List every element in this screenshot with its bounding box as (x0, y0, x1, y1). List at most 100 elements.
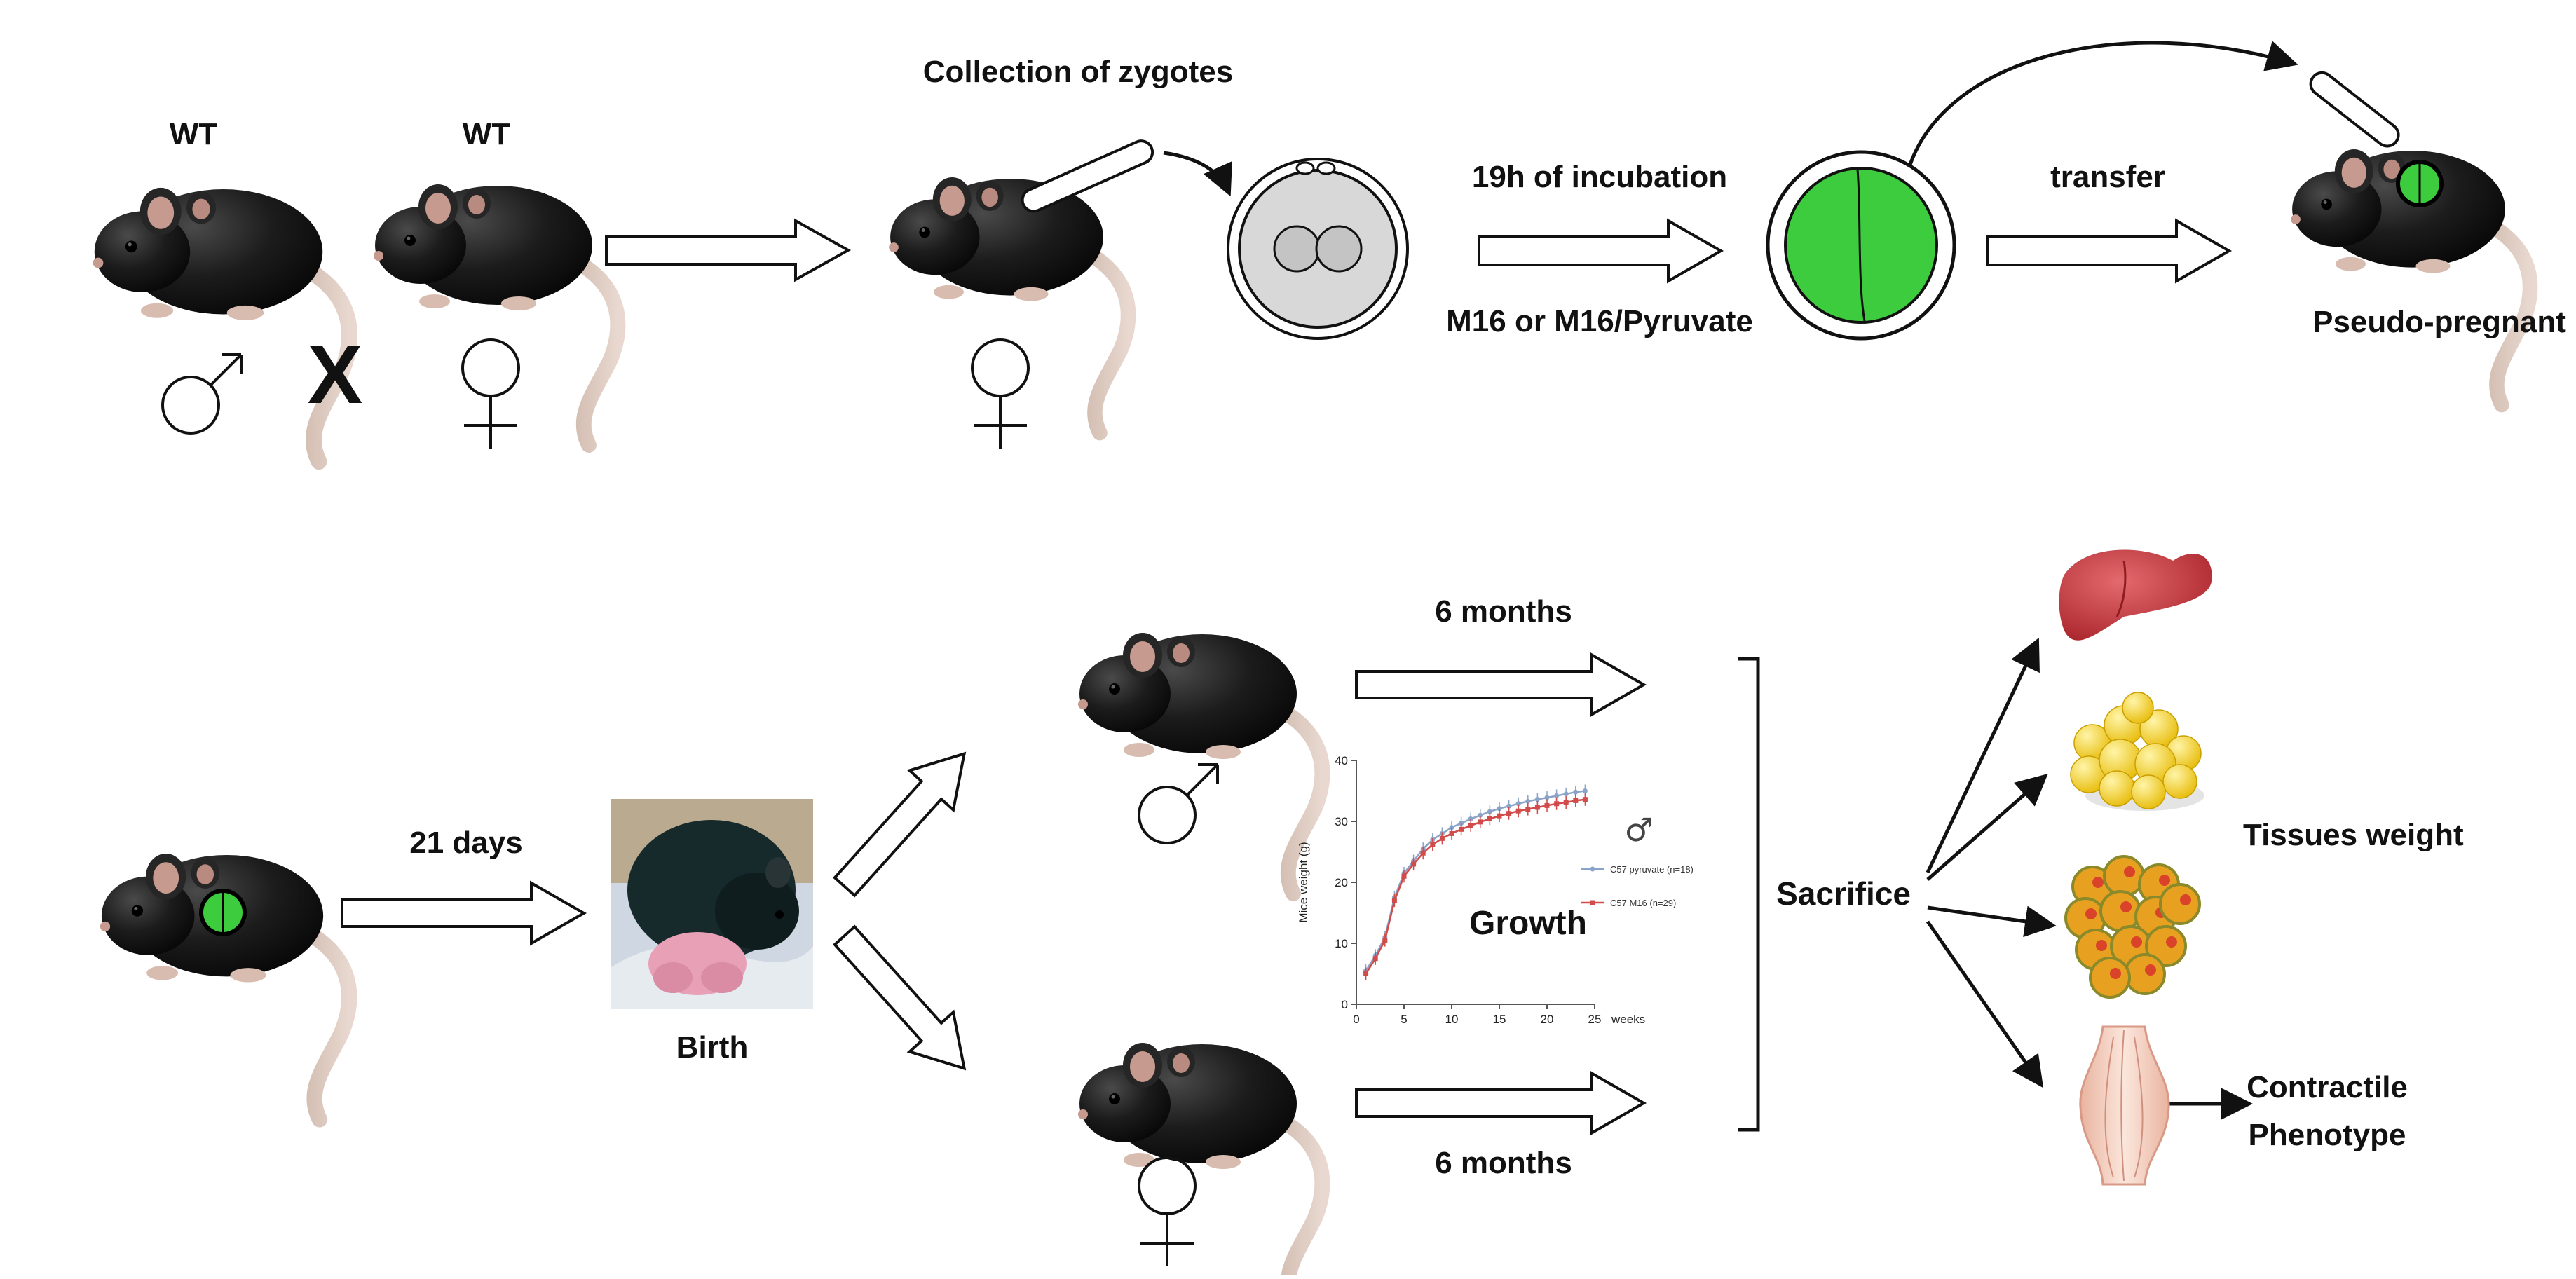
female-offspring-mouse (1078, 1043, 1322, 1275)
tissues-weight-label: Tissues weight (2243, 818, 2464, 852)
media-label: M16 or M16/Pyruvate (1446, 304, 1753, 338)
recipient-embryo-icon (2394, 158, 2445, 209)
wt-female-mouse (374, 184, 618, 445)
chart-point (1515, 801, 1521, 807)
chart-point (1449, 830, 1454, 836)
chart-point (1468, 823, 1473, 828)
arrow-to-fat (1926, 774, 2048, 881)
muscle-icon (2079, 1025, 2170, 1186)
hollow-arrow-1 (605, 218, 852, 282)
chart-point (1544, 795, 1550, 800)
arrow-to-liver (1926, 637, 2040, 874)
pipette-2 (2309, 71, 2400, 148)
transfer-label: transfer (2050, 160, 2165, 194)
chart-point (1582, 797, 1588, 802)
chart-point (1382, 938, 1388, 943)
hollow-arrow-6months-bottom (1355, 1070, 1647, 1136)
adipocytes-icon (2064, 855, 2201, 999)
liver-icon (2059, 549, 2212, 641)
chart-y-axis-label: Mice weight (g) (1297, 842, 1310, 922)
hollow-arrow-up (833, 751, 967, 898)
chart-point (1506, 811, 1512, 816)
days21-label: 21 days (409, 826, 523, 860)
male-symbol-1 (161, 353, 243, 435)
chart-point (1525, 807, 1531, 812)
chart-legend-label: C57 M16 (n=29) (1610, 898, 1676, 908)
chart-point (1497, 806, 1502, 812)
chart-point (1363, 971, 1369, 976)
adipocyte-nucleus (2124, 866, 2135, 877)
hollow-arrow-2 (1478, 218, 1724, 284)
chart-point (1544, 802, 1550, 808)
adipocyte-nucleus (2085, 908, 2097, 919)
arrow-to-adipocytes (1927, 905, 2057, 938)
cross-symbol: X (307, 329, 363, 421)
chart-x-tick-label: 20 (1541, 1013, 1554, 1026)
chart-y-tick-label: 40 (1335, 754, 1348, 767)
chart-legend-label: C57 pyruvate (n=18) (1610, 864, 1694, 875)
pregnant-embryo-icon (198, 887, 248, 938)
incubation-label: 19h of incubation (1471, 160, 1728, 194)
chart-point (1487, 809, 1492, 814)
birth-label: Birth (676, 1030, 749, 1065)
chart-x-axis-label: weeks (1611, 1013, 1645, 1026)
chart-point (1563, 791, 1569, 797)
zygote (1227, 158, 1409, 340)
fat-tissue-icon (2070, 692, 2204, 811)
hollow-arrow-6months-top (1355, 652, 1647, 718)
sacrifice-bracket (1738, 657, 1760, 1132)
chart-point (1497, 813, 1502, 819)
adipocyte-nucleus (2120, 901, 2132, 912)
chart-point (1554, 793, 1560, 798)
female-symbol-1 (461, 338, 520, 450)
pipette-1 (1021, 139, 1154, 213)
contractile-phenotype-label: Contractile Phenotype (2247, 1070, 2408, 1153)
chart-point (1506, 803, 1512, 809)
chart-x-tick-label: 0 (1353, 1013, 1359, 1026)
collection-label: Collection of zygotes (922, 55, 1234, 89)
adipocyte-nucleus (2096, 940, 2107, 951)
chart-point (1391, 898, 1397, 903)
adipocyte-nucleus (2110, 968, 2121, 979)
female-symbol-3 (1138, 1156, 1197, 1268)
adipocyte-cell (2099, 890, 2141, 932)
adipocyte-nucleus (2180, 894, 2191, 905)
arrow-to-muscle (1926, 920, 2044, 1088)
two-cell-embryo (1766, 150, 1956, 341)
hollow-arrow-3 (1986, 218, 2233, 284)
chart-point (1430, 842, 1436, 847)
chart-point (1468, 816, 1473, 822)
adipocyte-cell (2145, 925, 2187, 967)
wt-male-label: WT (169, 117, 218, 151)
chart-y-tick-label: 30 (1335, 815, 1348, 828)
chart-x-tick-label: 10 (1445, 1013, 1459, 1026)
chart-point (1439, 835, 1445, 841)
chart-point (1401, 873, 1407, 879)
chart-y-tick-label: 10 (1335, 937, 1348, 950)
months-top-label: 6 months (1435, 594, 1572, 629)
pseudo-pregnant-label: Pseudo-pregnant (2312, 305, 2566, 339)
chart-point (1582, 788, 1588, 793)
chart-point (1573, 798, 1579, 803)
chart-point (1563, 800, 1569, 805)
chart-point (1478, 812, 1483, 818)
chart-point (1420, 850, 1426, 856)
adipocyte-cell (2089, 957, 2131, 999)
chart-point (1487, 816, 1492, 822)
chart-point (1534, 805, 1540, 810)
female-symbol-2 (971, 338, 1030, 450)
adipocyte-cell (2103, 855, 2145, 897)
chart-legend-marker (1590, 900, 1595, 905)
chart-point (1534, 797, 1540, 802)
male-symbol-2 (1138, 763, 1219, 844)
adipocyte-nucleus (2145, 964, 2156, 976)
months-bottom-label: 6 months (1435, 1146, 1572, 1180)
growth-label: Growth (1469, 905, 1587, 942)
chart-x-tick-label: 25 (1588, 1013, 1602, 1026)
wt-female-label: WT (462, 117, 511, 151)
chart-point (1525, 798, 1531, 804)
chart-point (1459, 826, 1464, 832)
adipocyte-nucleus (2092, 877, 2104, 888)
